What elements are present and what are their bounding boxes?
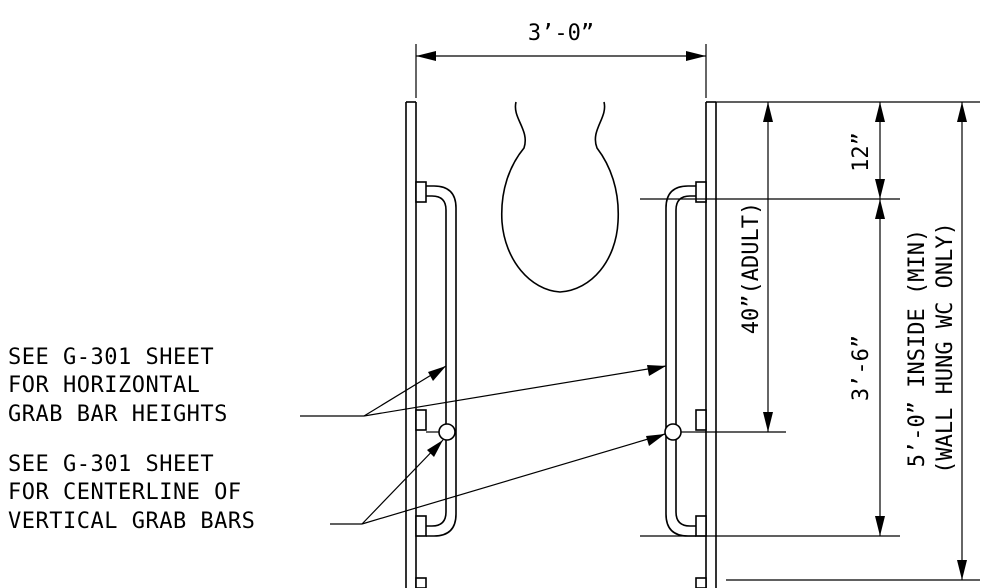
horizontal-note-line2: FOR HORIZONTAL — [8, 373, 200, 398]
horizontal-note-line3: GRAB BAR HEIGHTS — [8, 402, 228, 427]
horizontal-note-line1: SEE G-301 SHEET — [8, 345, 214, 370]
top-offset-label: 12” — [849, 132, 874, 172]
adult-height-label: 40”(ADULT) — [739, 202, 764, 334]
bar-span-label: 3’-6” — [849, 335, 874, 401]
extension-lines — [640, 101, 980, 581]
vertical-note-line2: FOR CENTERLINE OF — [8, 480, 242, 505]
left-grab-bar — [415, 181, 457, 537]
vertical-grab-bar-note: SEE G-301 SHEET FOR CENTERLINE OF VERTIC… — [8, 433, 666, 534]
vertical-note-line1: SEE G-301 SHEET — [8, 452, 214, 477]
inside-depth-label-line2: (WALL HUNG WC ONLY) — [933, 222, 958, 474]
inside-depth-label-line1: 5’-0” INSIDE (MIN) — [905, 229, 930, 467]
bottom-flanges — [415, 577, 707, 588]
inside-depth-dimension: 5’-0” INSIDE (MIN) (WALL HUNG WC ONLY) — [905, 102, 967, 580]
left-stall-wall — [405, 101, 417, 588]
top-offset-dimension: 12” — [849, 102, 885, 199]
adult-height-dimension: 40”(ADULT) — [739, 102, 773, 432]
vertical-note-line3: VERTICAL GRAB BARS — [8, 509, 255, 534]
right-stall-wall — [705, 101, 717, 588]
bar-span-dimension: 3’-6” — [849, 199, 885, 536]
horizontal-grab-bar-note: SEE G-301 SHEET FOR HORIZONTAL GRAB BAR … — [8, 345, 667, 427]
right-grab-bar — [664, 181, 707, 537]
width-dimension: 3’-0” — [415, 21, 707, 98]
toilet-bowl — [500, 101, 620, 293]
width-label: 3’-0” — [528, 21, 594, 46]
